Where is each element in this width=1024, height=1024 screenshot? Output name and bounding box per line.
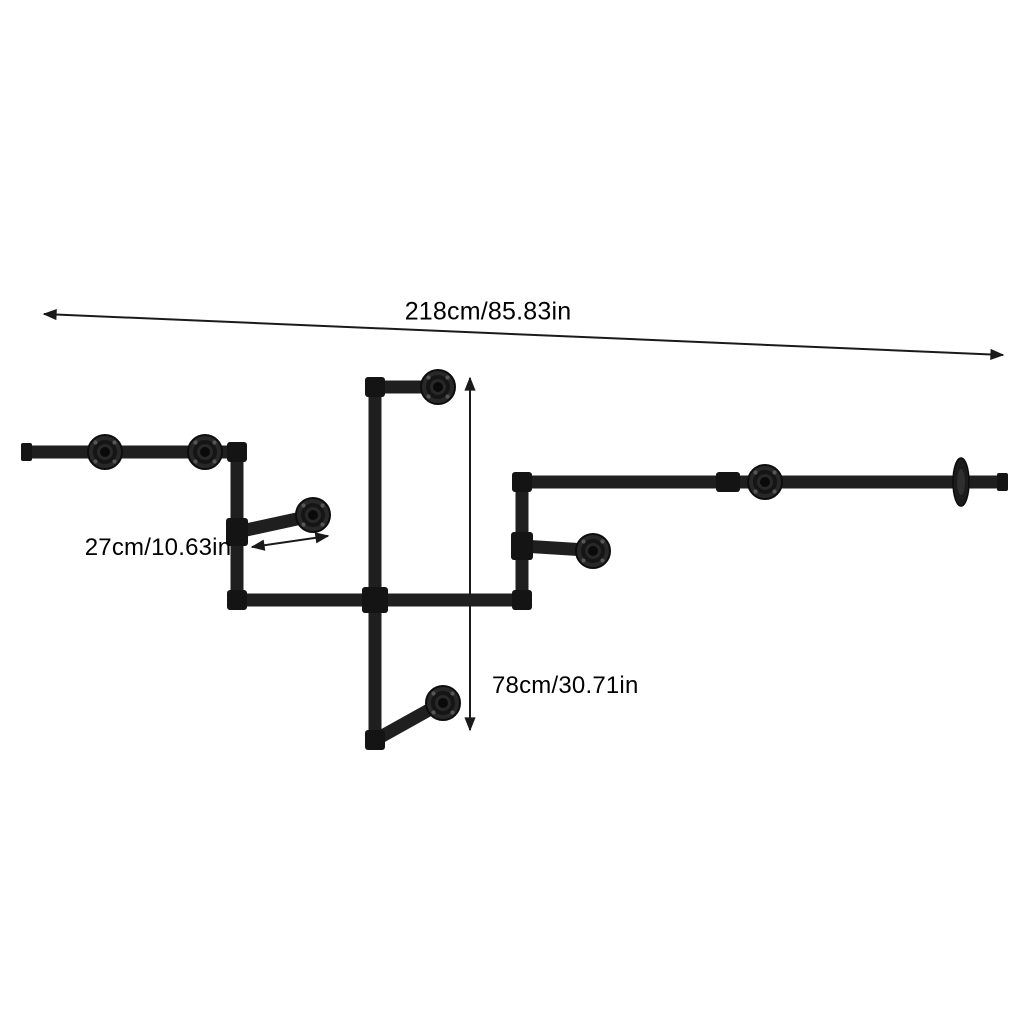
- wall-mount-flange: [294, 496, 332, 534]
- end-cap: [997, 473, 1008, 491]
- wall-mount-flange: [86, 433, 124, 471]
- elbow-fitting: [227, 442, 247, 462]
- tee-fitting: [226, 518, 248, 546]
- left-hook-pipe: [235, 510, 308, 539]
- end-cap: [21, 443, 32, 461]
- wall-mount-flange: [424, 684, 462, 722]
- hook-depth-label: 27cm/10.63in: [84, 534, 232, 561]
- elbow-fitting: [512, 472, 532, 492]
- wall-mount-flange: [419, 368, 457, 406]
- tee-fitting: [511, 532, 533, 560]
- hook-depth-dimension-line: [250, 532, 330, 551]
- wall-mount-flange: [186, 433, 224, 471]
- elbow-fitting: [227, 590, 247, 610]
- dimension-lines: [42, 308, 1005, 732]
- bottom-diagonal-pipe: [371, 700, 440, 746]
- wall-mount-flange: [746, 463, 784, 501]
- coupling-fitting: [716, 472, 740, 492]
- wall-mount-flange: [574, 532, 612, 570]
- elbow-fitting: [365, 730, 385, 750]
- drop-height-label: 78cm/30.71in: [492, 672, 639, 699]
- cross-fitting: [362, 587, 388, 613]
- total-width-label: 218cm/85.83in: [404, 297, 572, 326]
- pipe-fittings: [21, 377, 1008, 750]
- edge-on-flange: [952, 457, 970, 507]
- elbow-fitting: [365, 377, 385, 397]
- total-width-dimension-line: [42, 308, 1005, 361]
- elbow-fitting: [512, 590, 532, 610]
